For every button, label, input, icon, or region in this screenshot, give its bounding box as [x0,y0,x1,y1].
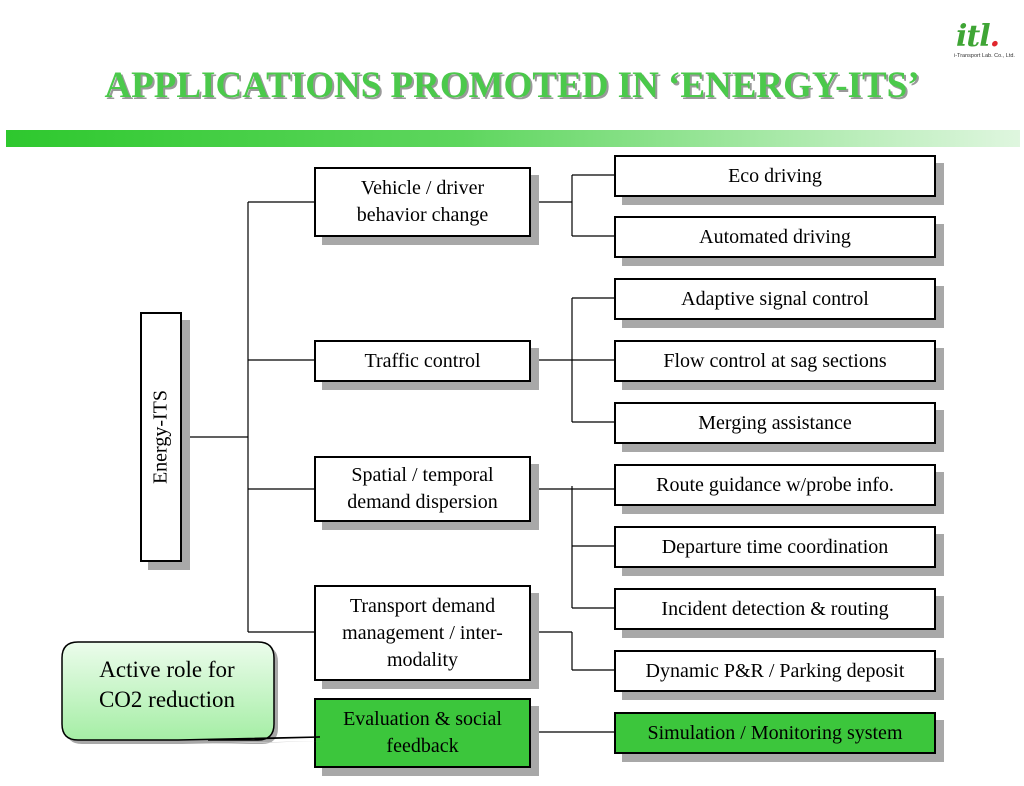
app-eco-driving: Eco driving [614,155,936,197]
title-underline-bar [6,130,1020,147]
category-transport-demand-management: Transport demand management / inter- mod… [314,585,531,681]
logo-subtitle: i-Transport Lab. Co., Ltd. [954,53,1015,59]
app-incident-detection: Incident detection & routing [614,588,936,630]
app-dynamic-park-ride: Dynamic P&R / Parking deposit [614,650,936,692]
slide-title: APPLICATIONS PROMOTED IN ‘ENERGY-ITS’ [104,65,920,106]
app-route-guidance: Route guidance w/probe info. [614,464,936,506]
app-simulation-monitoring: Simulation / Monitoring system [614,712,936,754]
category-evaluation-social-feedback: Evaluation & social feedback [314,698,531,768]
logo-mark: itl. [956,19,1000,54]
app-departure-time-coordination: Departure time coordination [614,526,936,568]
app-flow-control-sag: Flow control at sag sections [614,340,936,382]
callout-text: Active role for CO2 reduction [98,657,236,712]
category-demand-dispersion: Spatial / temporal demand dispersion [314,456,531,522]
category-vehicle-driver-behavior: Vehicle / driver behavior change [314,167,531,237]
callout-bubble [61,641,324,744]
company-logo: itl. i-Transport Lab. Co., Ltd. [952,22,1022,62]
app-adaptive-signal-control: Adaptive signal control [614,278,936,320]
app-merging-assistance: Merging assistance [614,402,936,444]
app-automated-driving: Automated driving [614,216,936,258]
root-node-energy-its: Energy-ITS [140,312,182,562]
root-node-label: Energy-ITS [149,389,172,485]
category-traffic-control: Traffic control [314,340,531,382]
